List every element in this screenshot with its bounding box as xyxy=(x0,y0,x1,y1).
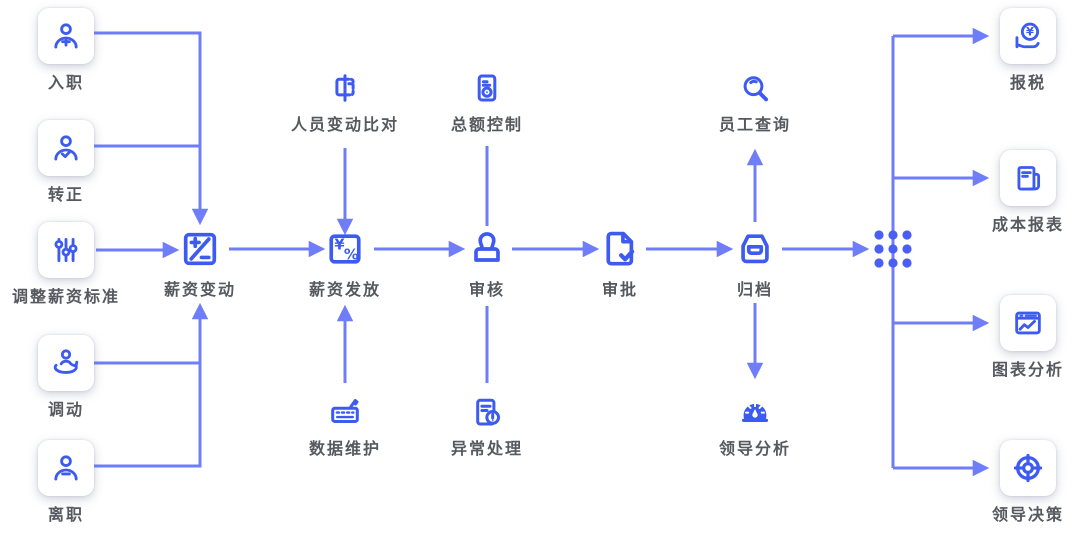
node-salary-change: 薪资变动 xyxy=(140,227,260,299)
node-card xyxy=(1000,295,1056,351)
node-onboarding: 入职 xyxy=(6,8,126,92)
node-label: 总额控制 xyxy=(450,115,523,134)
node-resignation: 离职 xyxy=(6,440,126,524)
node-icon-box xyxy=(469,70,505,106)
amount-control-icon xyxy=(477,74,497,102)
node-archive: 归档 xyxy=(695,227,815,299)
document-alert-icon xyxy=(476,398,501,426)
node-label: 审批 xyxy=(601,280,638,299)
node-icon-box xyxy=(733,227,777,271)
node-icon-box xyxy=(178,227,222,271)
node-label: 领导分析 xyxy=(718,439,791,458)
node-label: 调整薪资标准 xyxy=(11,287,120,306)
node-review: 审核 xyxy=(427,227,547,299)
keyboard-icon xyxy=(331,399,359,423)
node-label: 归档 xyxy=(736,280,773,299)
node-card xyxy=(38,120,94,176)
node-leader-analysis: 领导分析 xyxy=(695,394,815,458)
node-card xyxy=(38,335,94,391)
node-personnel-compare: 人员变动比对 xyxy=(285,70,405,134)
svg-text:¥: ¥ xyxy=(334,237,345,254)
node-employee-query: 员工查询 xyxy=(695,70,815,134)
node-icon-box xyxy=(737,70,773,106)
node-label: 员工查询 xyxy=(718,115,791,134)
node-icon-box xyxy=(469,394,505,430)
salary-payment-icon: ¥ % xyxy=(329,234,361,264)
document-check-icon xyxy=(606,231,635,266)
node-card xyxy=(1000,150,1056,206)
node-card xyxy=(38,222,94,278)
node-label: 数据维护 xyxy=(308,439,381,458)
node-exception-handling: 异常处理 xyxy=(427,394,547,458)
target-icon xyxy=(1013,453,1043,483)
cost-report-icon xyxy=(1017,166,1041,191)
node-icon-box xyxy=(598,227,642,271)
node-label: 调动 xyxy=(47,400,84,419)
node-cost-report: 成本报表 xyxy=(968,150,1080,234)
node-chart-analysis: 图表分析 xyxy=(968,295,1080,379)
search-icon xyxy=(743,76,769,102)
node-label: 人员变动比对 xyxy=(290,115,399,134)
node-icon-box xyxy=(327,394,363,430)
node-label: 薪资变动 xyxy=(163,280,236,299)
node-card: ¥ xyxy=(1000,8,1056,64)
dots-grid-icon xyxy=(874,230,912,268)
node-transfer: 调动 xyxy=(6,335,126,419)
wire-onboard-trunk xyxy=(94,31,209,226)
svg-text:%: % xyxy=(344,247,359,264)
chart-analysis-icon xyxy=(1015,311,1041,335)
node-confirmation: 转正 xyxy=(6,120,126,204)
node-icon-box xyxy=(465,227,509,271)
salary-change-icon xyxy=(183,232,217,266)
user-transfer-icon xyxy=(53,349,79,374)
node-card xyxy=(1000,440,1056,496)
node-label: 报税 xyxy=(1009,73,1046,92)
stamp-icon xyxy=(474,232,500,262)
node-label: 转正 xyxy=(47,185,84,204)
node-label: 成本报表 xyxy=(991,215,1064,234)
node-salary-payment: ¥ % 薪资发放 xyxy=(285,227,405,299)
user-add-icon xyxy=(54,23,78,49)
archive-icon xyxy=(741,234,769,264)
node-icon-box xyxy=(737,394,773,430)
node-approval: 审批 xyxy=(560,227,680,299)
wire-leave-join xyxy=(94,363,202,468)
node-icon-box xyxy=(327,70,363,106)
node-label: 图表分析 xyxy=(991,360,1064,379)
node-amount-control: 总额控制 xyxy=(427,70,547,134)
user-check-icon xyxy=(54,135,78,161)
node-adjust-standard: 调整薪资标准 xyxy=(6,222,126,306)
node-label: 异常处理 xyxy=(450,439,523,458)
node-icon-box: ¥ % xyxy=(323,227,367,271)
tax-coin-icon: ¥ xyxy=(1015,22,1040,49)
svg-text:¥: ¥ xyxy=(1026,24,1034,38)
node-label: 入职 xyxy=(47,73,84,92)
sliders-icon xyxy=(54,237,78,263)
node-label: 领导决策 xyxy=(991,505,1064,524)
node-leader-decision: 领导决策 xyxy=(968,440,1080,524)
user-remove-icon xyxy=(54,455,78,481)
book-compare-icon xyxy=(335,74,355,102)
node-label: 离职 xyxy=(47,505,84,524)
node-card xyxy=(38,440,94,496)
node-card xyxy=(38,8,94,64)
node-data-maintenance: 数据维护 xyxy=(285,394,405,458)
gauge-icon xyxy=(741,402,769,423)
node-label: 薪资发放 xyxy=(308,280,381,299)
node-tax-filing: ¥ 报税 xyxy=(968,8,1080,92)
node-label: 审核 xyxy=(468,280,505,299)
